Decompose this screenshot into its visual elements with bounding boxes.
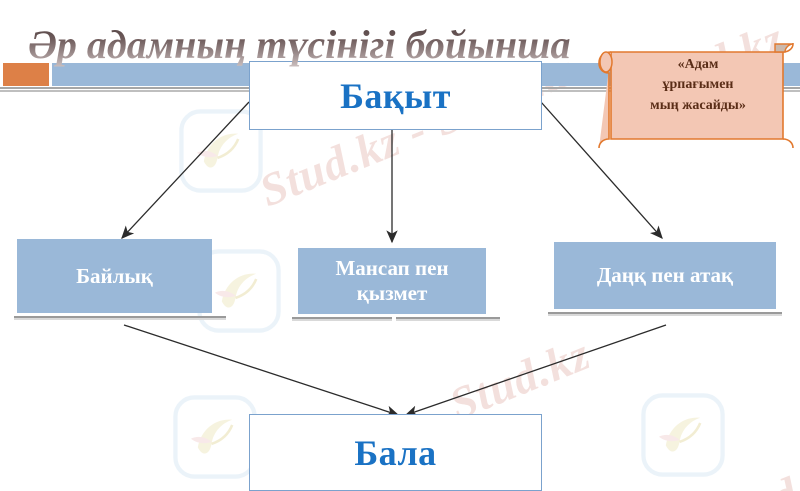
watermark-logo-icon <box>173 395 257 479</box>
node-dank-underline <box>548 312 782 316</box>
node-baylyk[interactable]: Байлық <box>17 239 212 313</box>
scroll-callout[interactable] <box>597 43 797 148</box>
node-bakyt-label: Бақыт <box>340 75 451 116</box>
node-baylyk-label: Байлық <box>76 263 153 288</box>
connector-baylyk-bala <box>123 324 400 417</box>
node-dank-label: Даңқ пен атақ <box>596 263 734 288</box>
node-bala-label: Бала <box>354 432 437 473</box>
connector-dank-bala <box>404 324 667 417</box>
watermark-logo-icon <box>641 393 725 477</box>
node-bakyt[interactable]: Бақыт <box>249 61 542 130</box>
connector-bakyt-baylyk <box>121 101 250 239</box>
header-band-accent <box>3 63 49 86</box>
page-title: Әр адамның түсінігі бойынша <box>28 21 571 67</box>
node-mansap-underline <box>396 317 500 321</box>
node-mansap-underline <box>292 317 392 321</box>
watermark-text: Stud.kz <box>702 445 800 491</box>
node-baylyk-underline <box>14 316 226 320</box>
node-bala[interactable]: Бала <box>249 414 542 491</box>
node-dank[interactable]: Даңқ пен атақ <box>554 242 776 309</box>
node-mansap[interactable]: Мансап пен қызмет <box>298 248 486 314</box>
node-mansap-label: Мансап пен қызмет <box>335 255 449 305</box>
